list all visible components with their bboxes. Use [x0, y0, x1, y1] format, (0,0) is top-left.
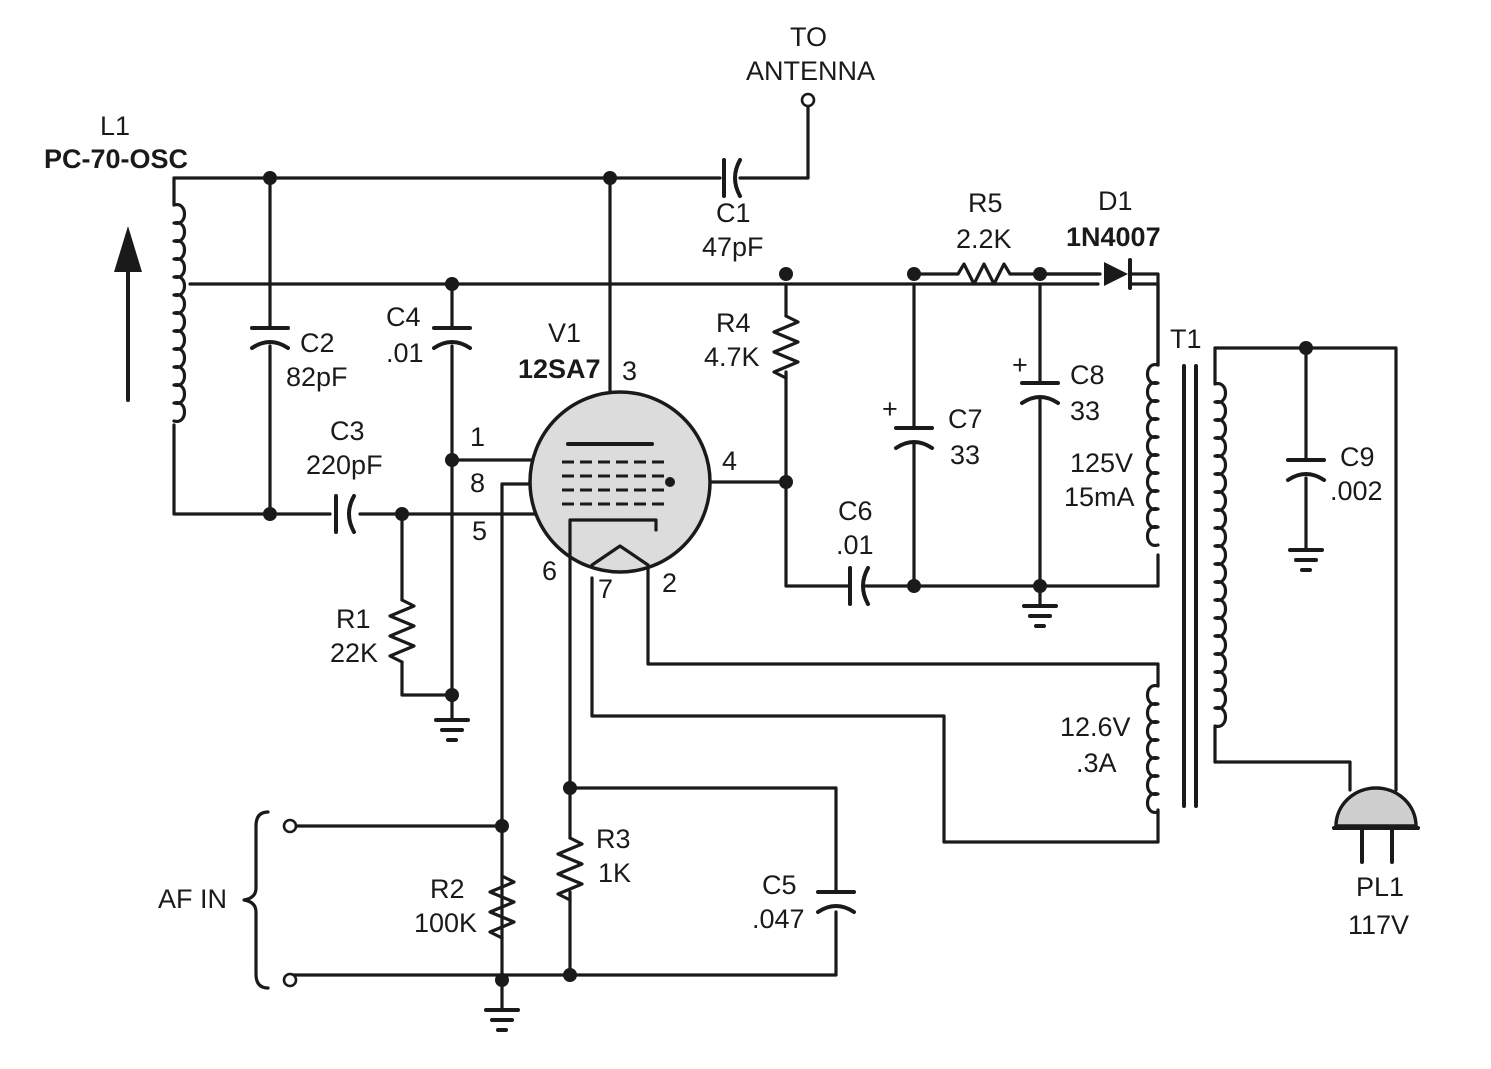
R5-resistor: [912, 262, 1100, 286]
pin-1: 1: [470, 422, 485, 452]
R3-value: 1K: [598, 858, 631, 888]
ground-icon: [1022, 604, 1058, 628]
R3-resistor: [556, 836, 584, 902]
C7-capacitor: [894, 426, 934, 450]
V1-ref: V1: [548, 318, 581, 348]
R2-ref: R2: [430, 874, 465, 904]
C6-ref: C6: [838, 496, 873, 526]
C7-polarity: +: [882, 394, 898, 424]
C5-value: .047: [752, 904, 805, 934]
C1-value: 47pF: [702, 232, 764, 262]
antenna-label-line2: ANTENNA: [746, 56, 875, 86]
R3-ref: R3: [596, 824, 631, 854]
PL1-plug: [1332, 786, 1420, 864]
pin-3: 3: [622, 356, 637, 386]
L1-ref: L1: [100, 111, 130, 141]
D1-value: 1N4007: [1066, 222, 1161, 252]
T1-hv-volts: 125V: [1070, 448, 1133, 478]
R4-ref: R4: [716, 308, 751, 338]
PL1-value: 117V: [1348, 910, 1409, 940]
pin-6: 6: [542, 556, 557, 586]
L1-coil: [114, 203, 187, 423]
C8-ref: C8: [1070, 360, 1105, 390]
C2-capacitor: [250, 326, 290, 350]
C8-capacitor: [1020, 381, 1060, 405]
adjust-arrow-icon: [114, 226, 142, 272]
C9-capacitor: [1286, 458, 1326, 482]
T1-transformer: [1145, 346, 1228, 814]
R1-ref: R1: [336, 604, 371, 634]
R1-value: 22K: [330, 638, 378, 668]
R1-resistor: [388, 598, 416, 664]
D1-ref: D1: [1098, 186, 1133, 216]
L1-value: PC-70-OSC: [44, 144, 188, 174]
C4-capacitor: [432, 326, 472, 350]
C3-value: 220pF: [306, 450, 383, 480]
pin-2: 2: [662, 568, 677, 598]
C6-value: .01: [836, 530, 874, 560]
ground-icon: [434, 718, 470, 742]
pin-7: 7: [598, 574, 613, 604]
C5-ref: C5: [762, 870, 797, 900]
junction-dots: [263, 171, 1313, 987]
T1-fil-current: .3A: [1076, 748, 1117, 778]
ground-icon: [484, 1008, 520, 1032]
antenna-terminal: [800, 92, 816, 108]
V1-tube: [528, 390, 712, 574]
R2-resistor: [488, 874, 516, 940]
T1-ref: T1: [1170, 324, 1202, 354]
R5-value: 2.2K: [956, 224, 1012, 254]
T1-hv-current: 15mA: [1064, 482, 1135, 512]
antenna-label-line1: TO: [790, 22, 827, 52]
pin-5: 5: [472, 516, 487, 546]
C7-ref: C7: [948, 404, 983, 434]
C4-ref: C4: [386, 302, 421, 332]
C4-value: .01: [386, 338, 424, 368]
C7-value: 33: [950, 440, 980, 470]
C3-capacitor: [334, 494, 356, 534]
C5-capacitor: [816, 890, 856, 914]
R4-value: 4.7K: [704, 342, 760, 372]
C2-value: 82pF: [286, 362, 348, 392]
C3-ref: C3: [330, 416, 365, 446]
pin-8: 8: [470, 468, 485, 498]
C8-value: 33: [1070, 396, 1100, 426]
R5-ref: R5: [968, 188, 1003, 218]
ground-icon: [1288, 548, 1324, 572]
C8-polarity: +: [1012, 350, 1028, 380]
C9-ref: C9: [1340, 442, 1375, 472]
C2-ref: C2: [300, 328, 335, 358]
pin-4: 4: [722, 446, 737, 476]
R2-value: 100K: [414, 908, 477, 938]
C6-capacitor: [848, 566, 870, 606]
C9-value: .002: [1330, 476, 1383, 506]
af-in-label: AF IN: [158, 884, 227, 914]
wires: [172, 103, 1398, 1010]
C1-ref: C1: [716, 198, 751, 228]
PL1-ref: PL1: [1356, 872, 1404, 902]
af-in-terminals: [242, 810, 298, 990]
V1-value: 12SA7: [518, 354, 601, 384]
T1-fil-volts: 12.6V: [1060, 712, 1131, 742]
labels: TO ANTENNA L1 PC-70-OSC C1 47pF R5 2.2K …: [44, 22, 1409, 940]
R4-resistor: [772, 314, 800, 380]
C1-capacitor: [722, 158, 742, 198]
D1-diode: [1038, 258, 1160, 367]
